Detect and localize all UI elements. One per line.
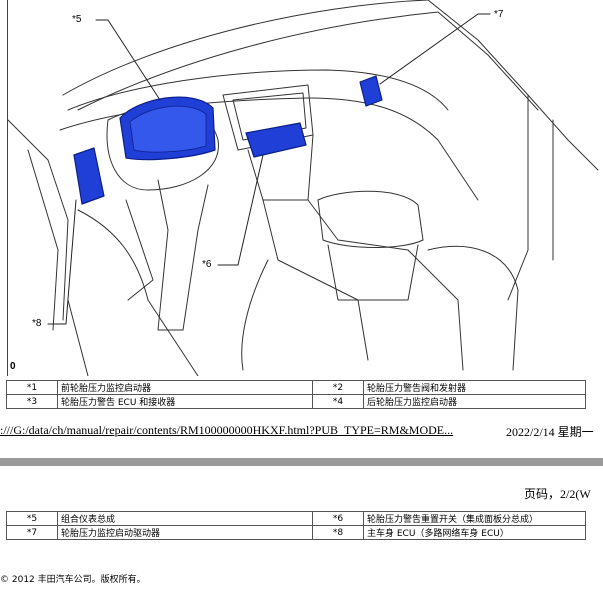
legend-desc: 组合仪表总成 [57,511,313,526]
main-body-ecu-highlight [73,147,105,205]
legend-num: *6 [312,511,364,526]
legend-desc: 后轮胎压力监控启动器 [363,394,586,409]
interior-diagram: *5 *7 *6 *8 [7,0,603,376]
print-footer: :///G:/data/ch/manual/repair/contents/RM… [0,423,603,439]
legend-desc: 轮胎压力监控启动驱动器 [57,525,313,540]
dashboard-illustration [8,0,599,376]
legend-desc: 主车身 ECU（多路网络车身 ECU） [363,525,586,540]
table-row: *1 前轮胎压力监控启动器 *2 轮胎压力警告阀和发射器 [6,380,586,395]
legend-desc: 轮胎压力警告阀和发射器 [363,380,586,395]
combination-meter-highlight [119,96,216,161]
legend-num: *7 [6,525,58,540]
legend-desc: 前轮胎压力监控启动器 [57,380,313,395]
page-number: 页码，2/2(W [524,487,591,501]
legend-num: *2 [312,380,364,395]
table-row: *7 轮胎压力监控启动驱动器 *8 主车身 ECU（多路网络车身 ECU） [6,525,586,540]
page-url-link[interactable]: :///G:/data/ch/manual/repair/contents/RM… [0,423,454,437]
print-date: 2022/2/14 星期一 [506,425,594,439]
legend-num: *1 [6,380,58,395]
table-row: *5 组合仪表总成 *6 轮胎压力警告重置开关（集成面板分总成） [6,511,586,526]
copyright-notice: © 2012 丰田汽车公司。版权所有。 [0,575,146,585]
legend-desc: 轮胎压力警告重置开关（集成面板分总成） [363,511,586,526]
activator-driver-highlight [359,75,383,107]
callout-8: *8 [32,318,42,329]
page-separator [0,458,603,466]
figure-id: 0 [10,361,16,372]
legend-num: *3 [6,394,58,409]
callout-5: *5 [72,14,82,25]
legend-desc: 轮胎压力警告 ECU 和接收器 [57,394,313,409]
callout-7: *7 [494,9,504,20]
legend-table-bottom: *5 组合仪表总成 *6 轮胎压力警告重置开关（集成面板分总成） *7 轮胎压力… [6,511,586,540]
reset-switch-highlight [245,122,307,158]
legend-num: *4 [312,394,364,409]
legend-table-top: *1 前轮胎压力监控启动器 *2 轮胎压力警告阀和发射器 *3 轮胎压力警告 E… [6,380,586,409]
table-row: *3 轮胎压力警告 ECU 和接收器 *4 后轮胎压力监控启动器 [6,394,586,409]
legend-num: *8 [312,525,364,540]
legend-num: *5 [6,511,58,526]
callout-6: *6 [202,259,212,270]
